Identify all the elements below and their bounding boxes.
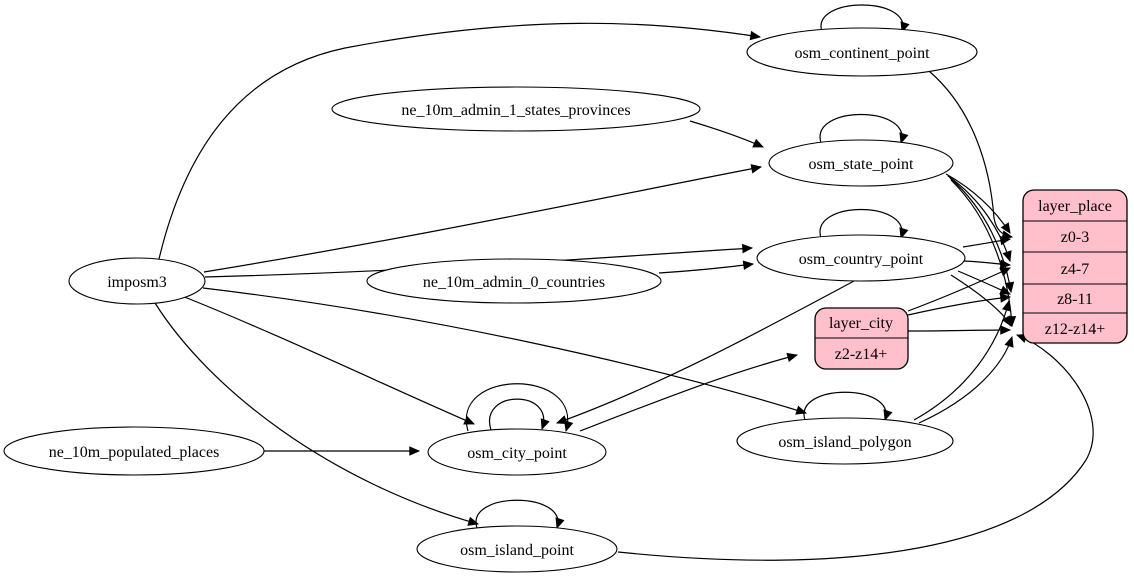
osm_island_point-label: osm_island_point <box>460 542 574 559</box>
self-loop-osm_island_point <box>475 499 565 530</box>
imposm3-label: imposm3 <box>107 274 167 291</box>
osm_island_polygon-ellipse <box>736 417 954 465</box>
node-osm_city_point: osm_city_point <box>427 428 607 476</box>
edge-imposm3-osm_island_point <box>154 302 480 526</box>
ne_10m_admin_1_states_provinces-ellipse <box>331 86 701 132</box>
layer_city-title: layer_city <box>829 315 893 332</box>
layer_place-row-z8-11: z8-11 <box>1057 291 1093 308</box>
self-loop-outer-osm_city_point <box>465 383 574 433</box>
edge-osm_city_point-layer_city <box>579 352 799 432</box>
edge-ne_10m_admin_0_countries-osm_country_point <box>658 260 755 274</box>
node-osm_island_polygon: osm_island_polygon <box>736 417 954 465</box>
osm_continent_point-ellipse <box>746 27 978 77</box>
node-osm_country_point: osm_country_point <box>756 234 966 282</box>
edge-imposm3-osm_city_point <box>181 295 475 425</box>
edge-osm_country_point-layer_place-z8-11 <box>957 270 1011 295</box>
osm_city_point-ellipse <box>427 428 607 476</box>
osm_country_point-ellipse <box>756 234 966 282</box>
node-osm_island_point: osm_island_point <box>416 525 618 573</box>
node-ne_10m_admin_0_countries: ne_10m_admin_0_countries <box>366 258 662 304</box>
ne_10m_admin_0_countries-label: ne_10m_admin_0_countries <box>423 274 605 291</box>
osm_state_point-label: osm_state_point <box>809 156 914 173</box>
osm_island_polygon-label: osm_island_polygon <box>778 434 911 451</box>
edge-osm_island_polygon-layer_place-z12-z14 <box>918 335 1014 424</box>
edge-osm_country_point-osm_city_point <box>555 280 855 425</box>
node-osm_state_point: osm_state_point <box>768 139 954 187</box>
layer_place-title: layer_place <box>1038 198 1112 215</box>
node-ne_10m_admin_1_states_provinces: ne_10m_admin_1_states_provinces <box>331 86 701 132</box>
self-loop-osm_continent_point <box>820 4 910 34</box>
edge-osm_country_point-layer_place-z4-7 <box>963 259 1012 269</box>
edge-imposm3-osm_state_point <box>203 164 763 273</box>
self-loop-osm_state_point <box>819 113 909 145</box>
edge-osm_state_point-layer_place-z8-11 <box>949 177 1015 294</box>
layer_place-row-z4-7: z4-7 <box>1061 261 1089 278</box>
osm_country_point-label: osm_country_point <box>799 251 924 268</box>
ne_10m_admin_1_states_provinces-label: ne_10m_admin_1_states_provinces <box>401 102 630 119</box>
edge-osm_country_point-layer_place-z12-z14 <box>950 274 1012 327</box>
edge-imposm3-osm_continent_point <box>158 22 762 260</box>
self-loop-osm_country_point <box>819 208 909 240</box>
ne_10m_populated_places-label: ne_10m_populated_places <box>49 444 220 461</box>
edge-osm_country_point-layer_place-z0-3 <box>962 235 1012 248</box>
osm_state_point-ellipse <box>768 139 954 187</box>
layer_place-row-z0-3: z0-3 <box>1061 229 1089 246</box>
node-imposm3: imposm3 <box>68 257 206 305</box>
layer_place-row-z12-z14: z12-z14+ <box>1045 321 1106 338</box>
node-layer_city: layer_city z2-z14+ <box>814 307 909 370</box>
edge-osm_island_point-layer_place-z12-z14 <box>617 333 1094 561</box>
node-layer_place: layer_place z0-3 z4-7 z8-11 z12-z14+ <box>1022 189 1128 344</box>
edge-osm_state_point-layer_place-z0-3 <box>945 173 1011 234</box>
node-osm_continent_point: osm_continent_point <box>746 27 978 77</box>
osm_city_point-label: osm_city_point <box>467 445 567 462</box>
edge-osm_island_polygon-layer_place-z8-11 <box>913 299 1012 421</box>
imposm3-ellipse <box>68 257 206 305</box>
edge-layer_city-layer_place-z8-11 <box>907 293 1012 316</box>
self-loop-inner-osm_city_point <box>488 398 550 431</box>
edge-layer_city-layer_place-z12-z14 <box>907 325 1012 335</box>
edge-imposm3-osm_island_polygon <box>202 287 808 415</box>
edge-group <box>154 4 1094 561</box>
ne_10m_populated_places-ellipse <box>3 426 265 476</box>
layer_place-box <box>1022 189 1128 344</box>
self-loop-osm_island_polygon <box>803 391 893 422</box>
node-ne_10m_populated_places: ne_10m_populated_places <box>3 426 265 476</box>
edge-ne_10m_admin_1_states_provinces-osm_state_point <box>689 120 764 148</box>
osm_island_point-ellipse <box>416 525 618 573</box>
osm_continent_point-label: osm_continent_point <box>794 45 930 62</box>
ne_10m_admin_0_countries-ellipse <box>366 258 662 304</box>
edge-layer_city-layer_place-z4-7 <box>907 267 1011 312</box>
edge-osm_state_point-layer_place-z4-7 <box>947 175 1012 263</box>
layer_city-row-z2-z14: z2-z14+ <box>835 346 888 363</box>
